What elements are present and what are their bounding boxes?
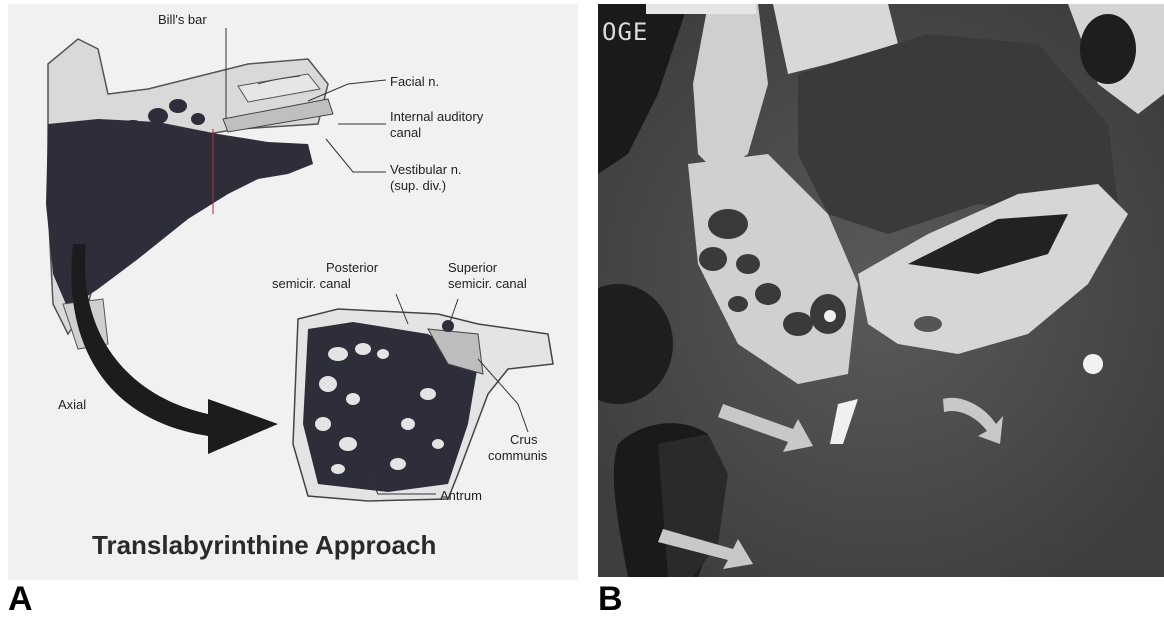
ct-overlay-text: OGE	[602, 18, 648, 46]
ct-scan-image	[598, 4, 1164, 577]
label-facial-nerve: Facial n.	[390, 74, 439, 90]
label-axial: Axial	[58, 397, 86, 413]
panel-label-a: A	[8, 580, 33, 619]
label-posterior-line2: semicir. canal	[272, 276, 351, 292]
label-iac-line1: Internal auditory	[390, 109, 483, 125]
label-superior-line2: semicir. canal	[448, 276, 527, 292]
label-antrum: Antrum	[440, 488, 482, 504]
label-vestibular-line1: Vestibular n.	[390, 162, 462, 178]
ct-overlay-text-fragment	[646, 4, 756, 14]
label-crus-line1: Crus	[510, 432, 537, 448]
label-superior-line1: Superior	[448, 260, 497, 276]
label-posterior-line1: Posterior	[326, 260, 378, 276]
label-vestibular-line2: (sup. div.)	[390, 178, 446, 194]
illustration-title: Translabyrinthine Approach	[92, 530, 436, 561]
label-bills-bar: Bill's bar	[158, 12, 207, 28]
label-iac-line2: canal	[390, 125, 421, 141]
panel-label-b: B	[598, 580, 623, 619]
temporal-bone-illustration	[8, 4, 578, 580]
ct-scan-panel: OGE	[598, 4, 1164, 577]
illustration-panel: Bill's bar Facial n. Internal auditory c…	[8, 4, 578, 580]
label-crus-line2: communis	[488, 448, 547, 464]
